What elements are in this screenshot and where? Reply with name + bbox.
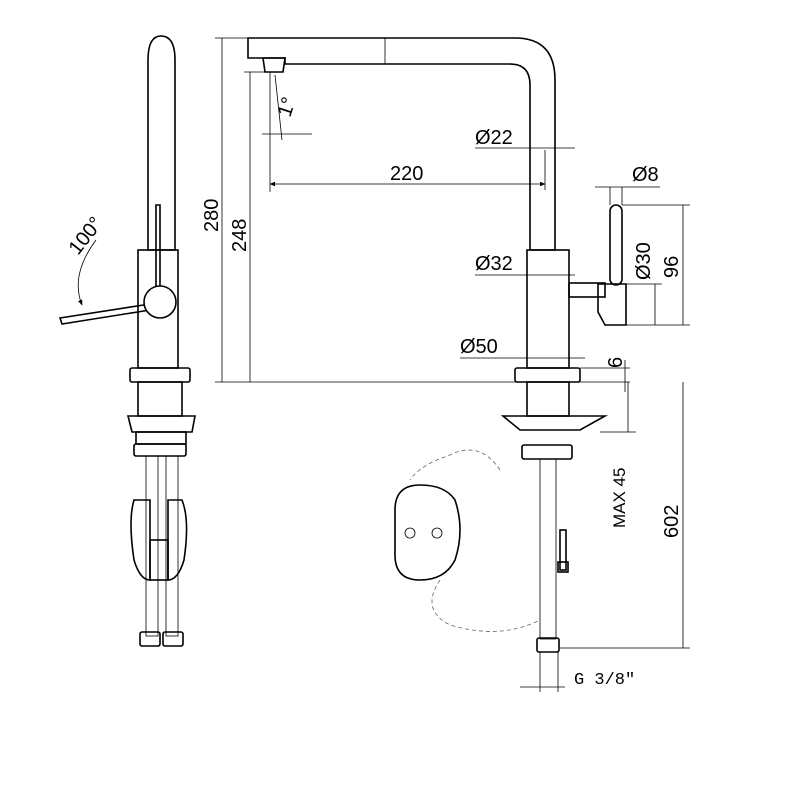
front-view bbox=[247, 37, 627, 653]
label-248: 248 bbox=[229, 219, 251, 252]
label-280: 280 bbox=[201, 199, 223, 232]
dimension-lines bbox=[215, 37, 690, 692]
label-6: 6 bbox=[605, 357, 627, 368]
label-dia-30: Ø30 bbox=[633, 242, 655, 280]
label-dia-8: Ø8 bbox=[632, 164, 659, 186]
label-602: 602 bbox=[661, 505, 683, 538]
label-max-45: MAX 45 bbox=[610, 468, 629, 528]
mounting-bracket-detail bbox=[394, 484, 461, 581]
label-dia-22: Ø22 bbox=[475, 127, 513, 149]
label-connection: G 3/8" bbox=[574, 671, 635, 690]
label-1deg: 1° bbox=[274, 95, 301, 120]
label-96: 96 bbox=[661, 256, 683, 278]
lever-angle-label: 100° bbox=[65, 213, 108, 259]
dimension-labels: 280 248 1° 220 Ø22 Ø32 Ø50 Ø8 Ø30 96 6 M… bbox=[201, 95, 683, 690]
side-view: 100° bbox=[58, 35, 196, 647]
label-dia-32: Ø32 bbox=[475, 253, 513, 275]
label-dia-50: Ø50 bbox=[460, 336, 498, 358]
label-220: 220 bbox=[390, 163, 423, 185]
